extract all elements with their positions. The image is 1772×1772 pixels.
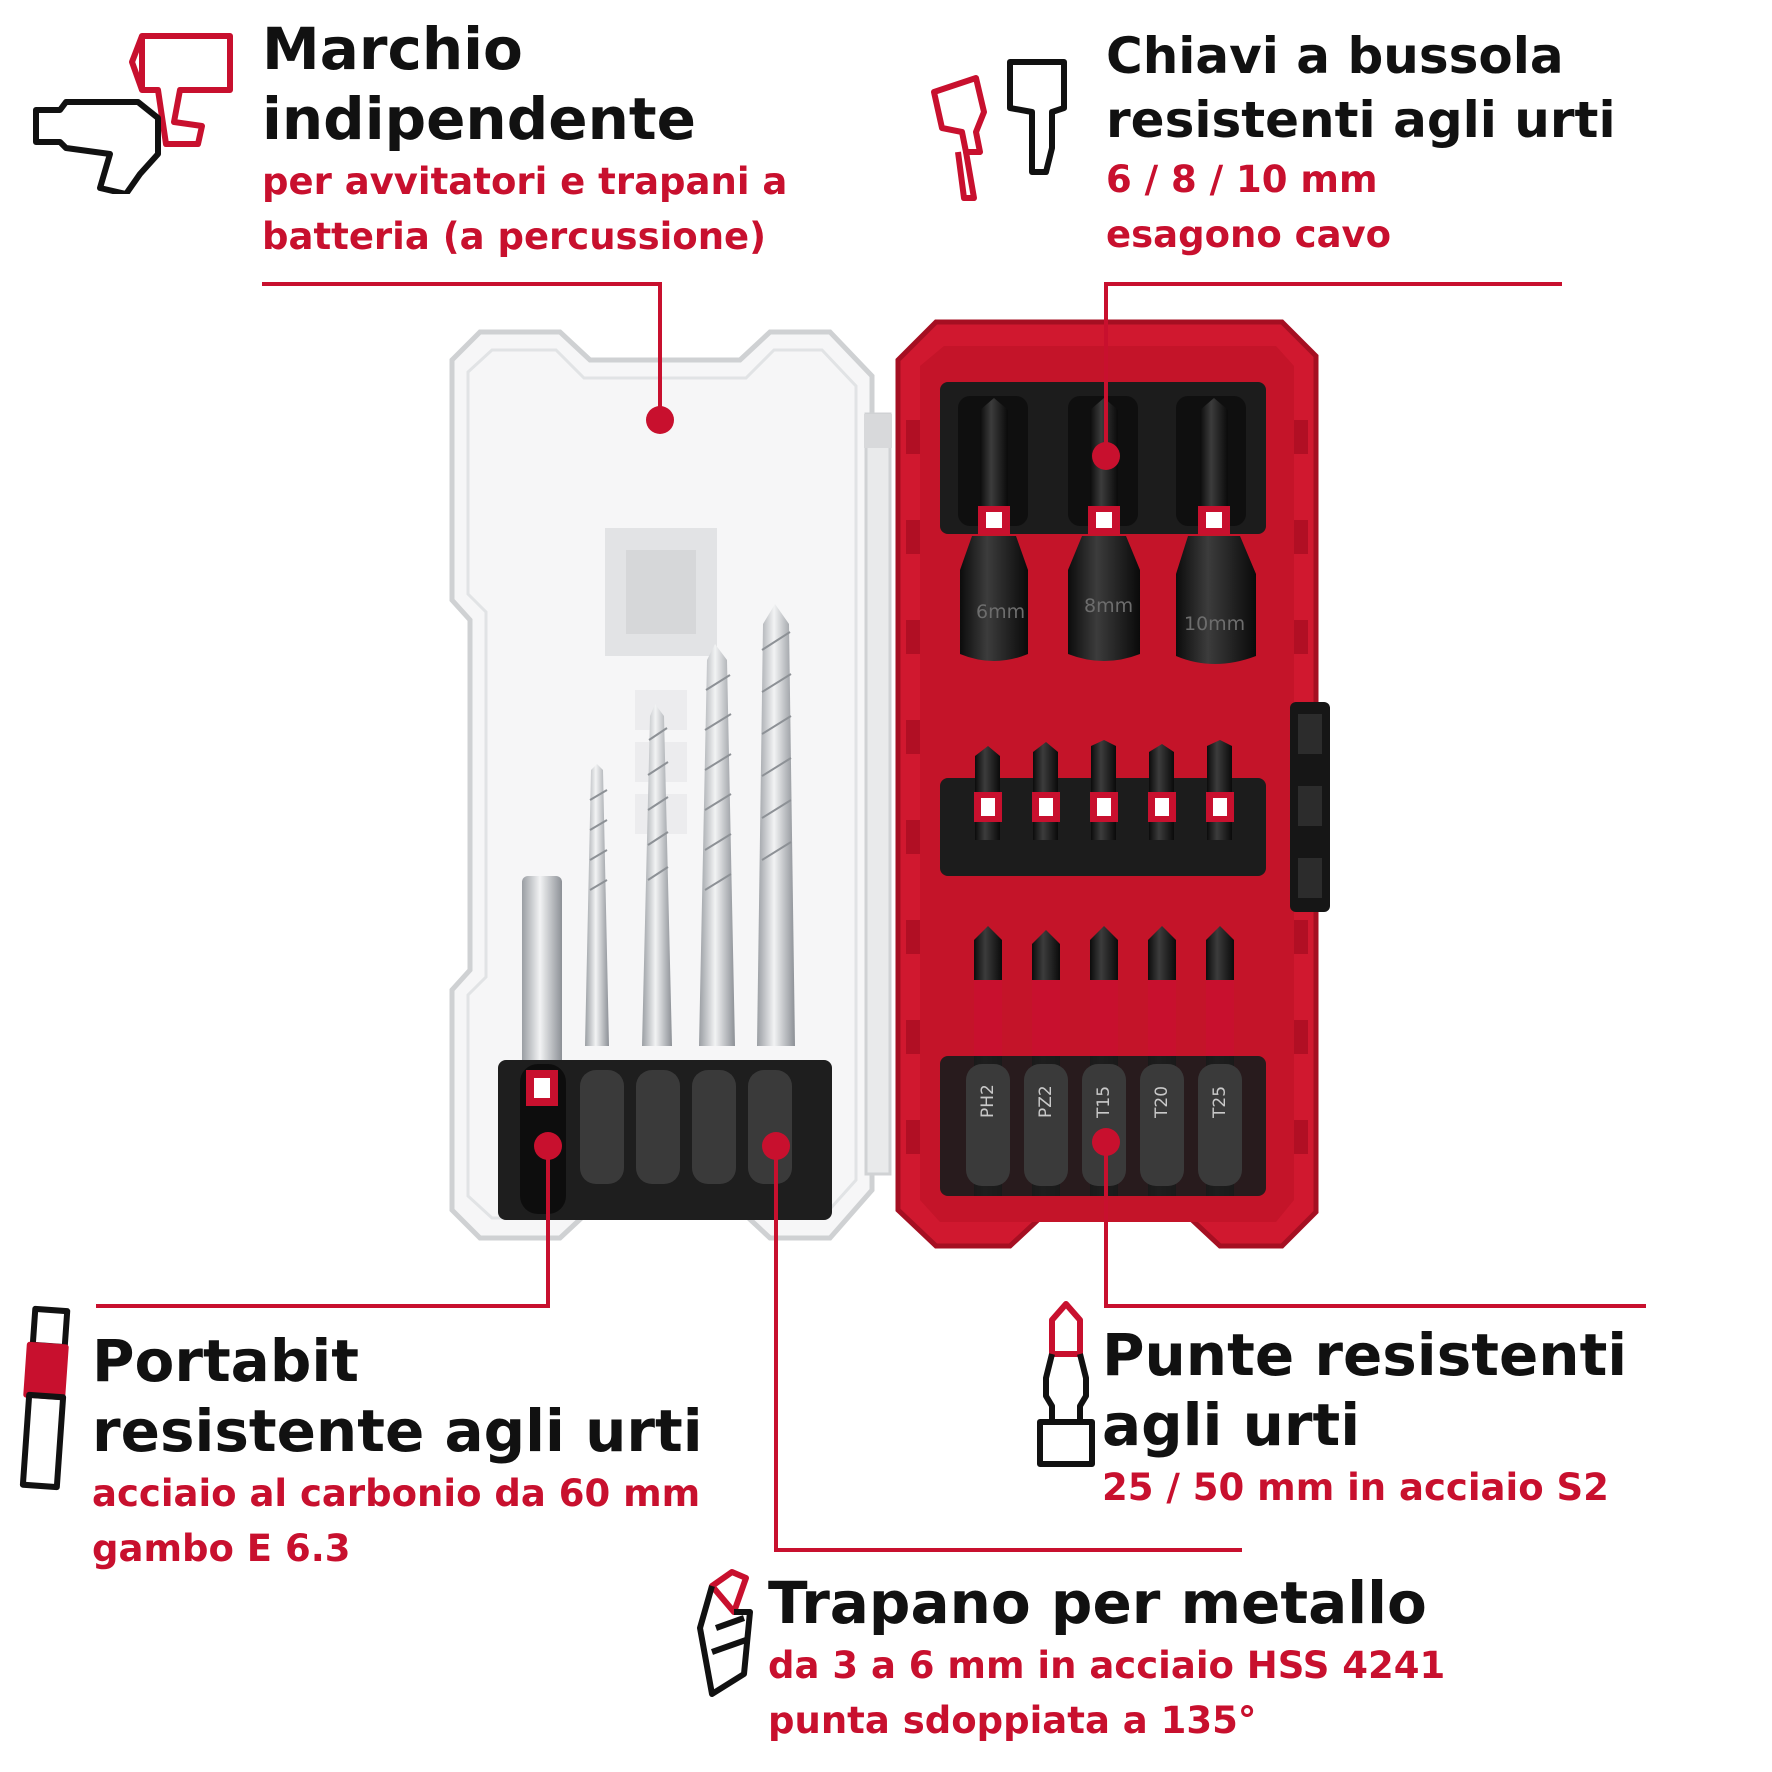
dot-brand <box>646 406 674 434</box>
socket-label-6mm: 6mm <box>976 601 1025 623</box>
leader-dots <box>534 406 1120 1160</box>
bit-label-t20: T20 <box>1152 1086 1172 1119</box>
bitholder-sub-line1: acciaio al carbonio da 60 mm <box>92 1472 701 1515</box>
dot-bitholder <box>534 1132 562 1160</box>
dot-sockets <box>1092 442 1120 470</box>
callout-sockets: Chiavi a bussola resistenti agli urti 6 … <box>1106 24 1616 262</box>
callout-bitholder: Portabit resistente agli urti acciaio al… <box>92 1326 703 1576</box>
socket-label-10mm: 10mm <box>1184 613 1245 635</box>
leader-drill <box>774 1150 1242 1552</box>
socket-tray <box>940 382 1266 664</box>
bit-label-t15: T15 <box>1094 1086 1114 1119</box>
brand-sub-line1: per avvitatori e trapani a <box>262 160 788 203</box>
drill-icon <box>33 33 233 194</box>
dot-bits <box>1092 1128 1120 1156</box>
brand-title-line1: Marchio <box>262 15 523 83</box>
leader-bitholder <box>96 1150 550 1308</box>
drill-bits <box>522 604 795 1074</box>
socket-label-8mm: 8mm <box>1084 595 1133 617</box>
sockets-sub-line2: esagono cavo <box>1106 213 1392 256</box>
callout-brand: Marchio indipendente per avvitatori e tr… <box>262 14 787 264</box>
leader-lines <box>96 282 1646 1552</box>
sockets-title-line2: resistenti agli urti <box>1106 91 1616 149</box>
sockets-title-line1: Chiavi a bussola <box>1106 27 1564 85</box>
short-bits-tray <box>940 740 1266 876</box>
callout-bits: Punte resistenti agli urti 25 / 50 mm in… <box>1102 1320 1627 1515</box>
long-bits <box>940 926 1266 1196</box>
drill-bit-icon <box>697 1569 753 1697</box>
bits-title-line2: agli urti <box>1102 1391 1361 1459</box>
bit-label-t25: T25 <box>1210 1086 1230 1119</box>
bit-label-ph2: PH2 <box>978 1084 998 1118</box>
callout-drill: Trapano per metallo da 3 a 6 mm in accia… <box>768 1568 1445 1748</box>
screwdriver-bit-icon <box>1037 1301 1095 1467</box>
leader-brand <box>262 282 662 420</box>
dot-drill <box>762 1132 790 1160</box>
brand-title-line2: indipendente <box>262 85 696 153</box>
leader-sockets <box>1104 282 1562 456</box>
bit-label-pz2: PZ2 <box>1036 1085 1056 1118</box>
sockets-sub-line1: 6 / 8 / 10 mm <box>1106 158 1378 201</box>
bits-sub-line1: 25 / 50 mm in acciaio S2 <box>1102 1466 1609 1509</box>
drill-tray <box>498 1060 832 1220</box>
leader-bits <box>1104 1142 1646 1308</box>
bitholder-title-line1: Portabit <box>92 1327 359 1395</box>
drill-sub-line1: da 3 a 6 mm in acciaio HSS 4241 <box>768 1644 1446 1687</box>
bitholder-sub-line2: gambo E 6.3 <box>92 1527 351 1570</box>
bit-holder-icon <box>19 1305 71 1491</box>
bits-title-line1: Punte resistenti <box>1102 1321 1628 1389</box>
bitholder-title-line2: resistente agli urti <box>92 1397 703 1465</box>
drill-sub-line2: punta sdoppiata a 135° <box>768 1699 1257 1742</box>
drill-title-line1: Trapano per metallo <box>768 1569 1427 1637</box>
socket-icon <box>931 59 1067 201</box>
brand-sub-line2: batteria (a percussione) <box>262 215 767 258</box>
